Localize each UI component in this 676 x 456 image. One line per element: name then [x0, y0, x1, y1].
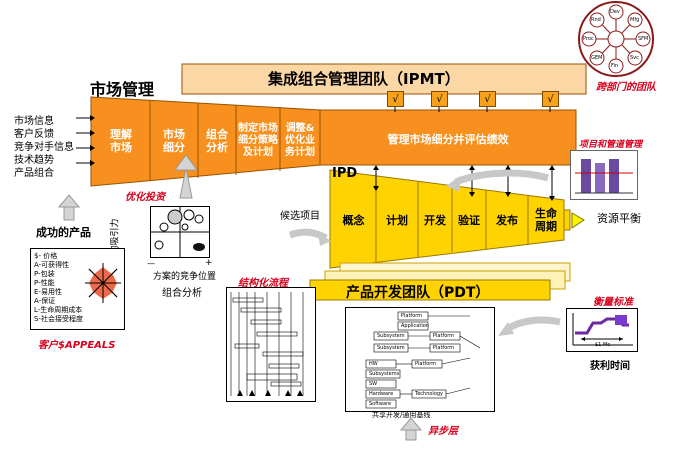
step-segment-market: 市场 细分: [163, 128, 185, 154]
metrics-caption: 衡量标准: [593, 297, 633, 308]
profit-time-chart: $1 Mo: [566, 308, 638, 352]
tech-row-label: Platform: [415, 361, 437, 367]
wheel-label: SFM: [638, 36, 649, 42]
market-input: 市场信息: [14, 116, 54, 127]
wheel-label: Mfg: [630, 17, 640, 23]
ipmt-check: √: [542, 91, 559, 107]
matrix-minus: —: [147, 259, 155, 268]
appeals-item: S-社会接受程度: [34, 315, 83, 323]
success-product-label: 成功的产品: [36, 226, 91, 239]
matrix-plus: +: [205, 258, 213, 268]
ipd-label: IPD: [332, 166, 358, 181]
resource-chart: [570, 150, 638, 200]
ipd-phase-develop: 开发: [424, 213, 446, 227]
appeals-caption: 客户$APPEALS: [38, 340, 116, 351]
tech-row-label: Subsystems: [369, 371, 400, 377]
matrix-xlabel: 方案的竞争位置: [153, 272, 217, 282]
market-input: 产品组合: [14, 168, 54, 179]
matrix-caption: 组合分析: [162, 288, 202, 299]
ipmt-label: 集成组合管理团队（IPMT）: [268, 70, 460, 88]
structured-process-chart: [226, 287, 316, 402]
appeals-item: $- 价格: [34, 252, 58, 260]
profit-time-label: 获利时间: [590, 361, 630, 372]
ipd-phase-concept: 概念: [342, 213, 365, 227]
tech-row-label: Subsystem: [377, 345, 405, 351]
ipd-phase-plan: 计划: [386, 213, 408, 227]
tech-row-label: Technology: [415, 391, 444, 397]
ipd-phase-lifecycle: 生命 周期: [535, 207, 557, 233]
step-optimize-plan: 调整& 优化业 务计划: [285, 123, 315, 158]
appeals-item: L-生命周期成本: [34, 306, 83, 314]
appeals-item: A-可获得性: [34, 261, 70, 269]
wheel-label: Proc: [583, 36, 594, 42]
tech-row-label: Platform: [433, 345, 455, 351]
appeals-item: P-性能: [34, 279, 55, 287]
market-segment-band: 管理市场细分并评估绩效: [387, 132, 509, 146]
pdt-label: 产品开发团队（PDT）: [346, 285, 490, 301]
tech-row-label: HW: [369, 361, 378, 367]
async-layer-caption: 异步层: [428, 426, 458, 437]
ipd-phase-verify: 验证: [458, 213, 480, 227]
appeals-box: $- 价格 A-可获得性 P-包装 P-性能 E-易用性 A-保证 L-生命周期…: [30, 248, 125, 330]
appeals-item: A-保证: [34, 297, 56, 305]
ipmt-check: √: [431, 91, 448, 107]
step-segment-strategy: 制定市场 细分策略 及计划: [238, 123, 278, 158]
structured-process-caption: 结构化流程: [238, 278, 288, 289]
tech-footer-label: 共享开发/通用基线: [372, 411, 431, 419]
appeals-radar-icon: [85, 263, 121, 303]
step-portfolio-analysis: 组合 分析: [206, 128, 228, 154]
cross-team-caption: 跨部门的团队: [596, 82, 656, 93]
appeals-item: P-包装: [34, 270, 55, 278]
appeals-item: E-易用性: [34, 288, 62, 296]
tech-row-label: Software: [369, 401, 392, 407]
wheel-label: Fin: [611, 63, 619, 69]
wheel-label: Rnd: [591, 17, 601, 23]
wheel-label: Dev: [610, 9, 620, 15]
ipd-phase-release: 发布: [496, 213, 518, 227]
market-input: 竞争对手信息: [14, 142, 74, 153]
tech-row-label: Platform: [433, 333, 455, 339]
market-input: 技术趋势: [14, 155, 54, 166]
resource-balance-label: 资源平衡: [597, 212, 641, 225]
ipmt-check: √: [387, 91, 404, 107]
tech-row-label: SW: [369, 381, 378, 387]
tech-row-label: Application: [401, 323, 429, 329]
wheel-label: GEM: [591, 55, 603, 61]
ipmt-check: √: [479, 91, 496, 107]
market-input: 客户反馈: [14, 129, 54, 140]
invest-caption: 优化投资: [125, 192, 165, 203]
portfolio-matrix: [150, 206, 210, 258]
metrics-tick: $1 Mo: [595, 342, 611, 348]
tech-row-label: Subsystem: [377, 333, 405, 339]
wheel-label: Svc: [630, 55, 639, 61]
market-title: 市场管理: [90, 80, 155, 99]
tech-layers-chart: Platform Application Subsystem Platform …: [345, 307, 495, 412]
tech-row-label: Platform: [401, 313, 423, 319]
tech-row-label: Hardware: [369, 391, 394, 397]
pipeline-caption: 项目和管道管理: [579, 140, 643, 150]
candidate-projects-label: 候选项目: [280, 211, 320, 222]
step-understand-market: 理解 市场: [110, 128, 132, 154]
